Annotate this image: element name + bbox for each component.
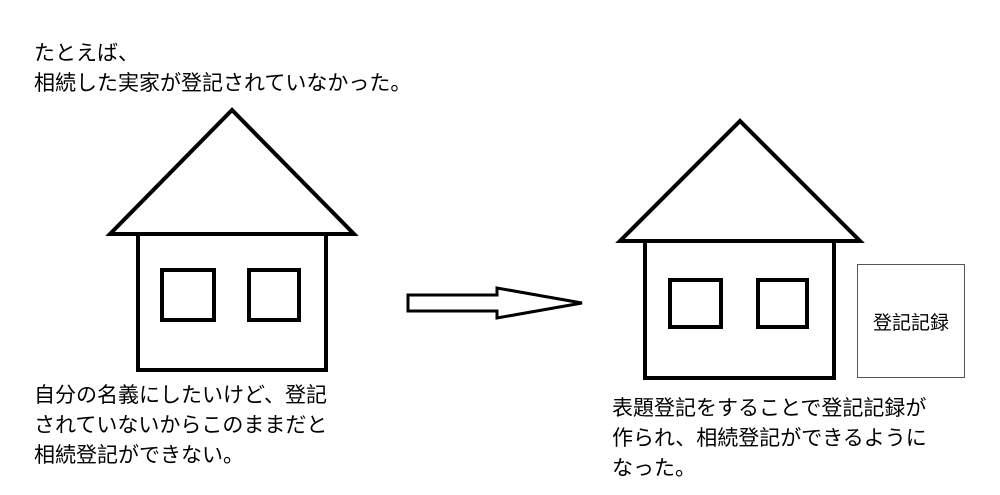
right-house-body: [643, 239, 836, 380]
right-caption: 表題登記をすることで登記記録が 作られ、相続登記ができるように なった。: [612, 396, 927, 480]
right-house-window-left: [668, 278, 723, 329]
right-house: [615, 118, 865, 380]
registration-record-box: 登記記録: [857, 264, 965, 378]
right-house-window-right: [756, 278, 809, 329]
left-caption: 自分の名義にしたいけど、登記 されていないからこのままだと 相続登記ができない。: [34, 383, 328, 467]
right-house-roof: [615, 118, 865, 243]
left-house-roof: [105, 107, 359, 236]
left-house-window-left: [160, 268, 216, 322]
registration-record-label: 登記記録: [872, 311, 949, 334]
left-house-window-right: [247, 268, 301, 322]
left-house: [105, 107, 359, 372]
intro-text: たとえば、 相続した実家が登記されていなかった。: [34, 41, 412, 95]
left-house-body: [136, 232, 328, 372]
right-arrow: [406, 286, 583, 320]
